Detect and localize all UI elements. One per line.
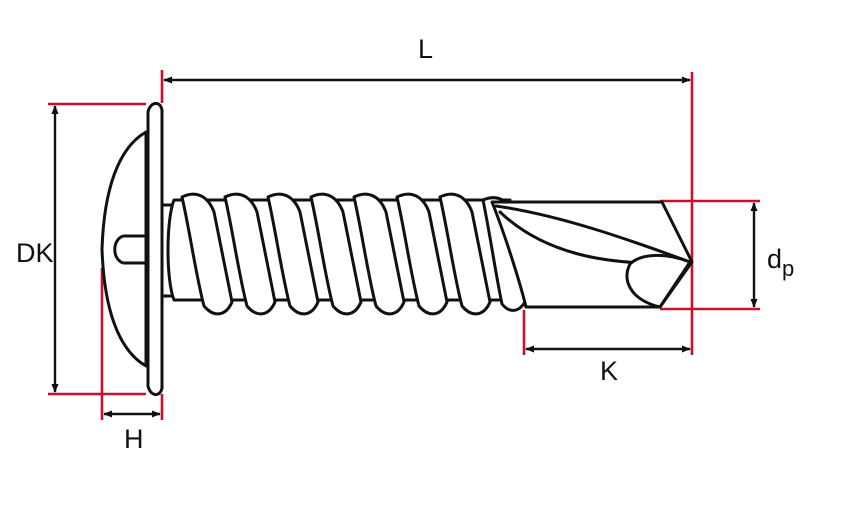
label-dp: dp bbox=[767, 244, 794, 281]
label-DK: DK bbox=[16, 238, 54, 268]
label-dp-sub: p bbox=[782, 256, 794, 281]
drill-tip-flute bbox=[494, 204, 692, 264]
label-L: L bbox=[418, 34, 433, 64]
dimension-labels: L DK H K dp bbox=[16, 34, 794, 454]
label-K: K bbox=[600, 356, 618, 386]
screw-head-slot bbox=[113, 234, 147, 265]
label-H: H bbox=[124, 424, 144, 454]
screw-drawing bbox=[100, 102, 694, 396]
screw-threads bbox=[180, 192, 528, 316]
screw-head-flange bbox=[146, 102, 164, 396]
drill-tip-relief bbox=[625, 253, 692, 309]
extension-lines bbox=[48, 70, 760, 420]
screw-head-dome bbox=[100, 130, 148, 368]
label-dp-main: d bbox=[767, 244, 782, 274]
dimension-arrows bbox=[51, 76, 758, 418]
